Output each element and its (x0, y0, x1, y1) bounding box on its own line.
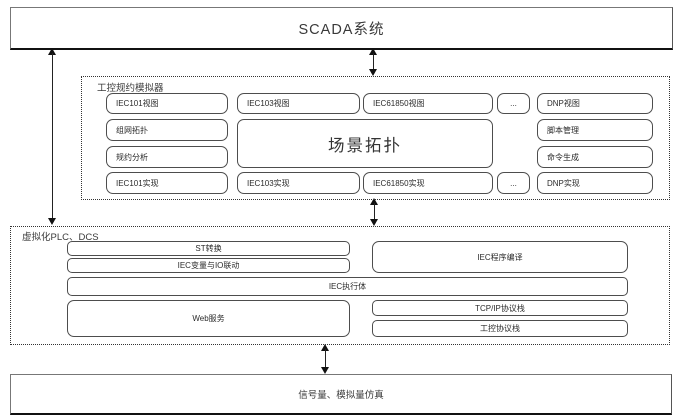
command-generation-label: 命令生成 (547, 152, 579, 162)
protocol-simulator-title: 工控规约模拟器 (95, 80, 166, 94)
st-convert-label: ST转换 (195, 244, 222, 253)
arrow-line (373, 203, 376, 221)
signal-simulation-box: 信号量、模拟量仿真 (10, 374, 672, 415)
network-topology-label: 组网拓扑 (116, 125, 148, 135)
double-arrow-simulator-to-plc (370, 198, 379, 226)
virtual-plc-section (10, 226, 670, 345)
iec103-impl-label: IEC103实现 (247, 178, 290, 188)
arrow-line (51, 53, 54, 220)
iec-variable-io-label: IEC变量与IO联动 (177, 261, 240, 270)
view-ellipsis-box: ... (497, 93, 530, 114)
dnp-impl-label: DNP实现 (547, 178, 580, 188)
iec61850-impl-label: IEC61850实现 (373, 178, 425, 188)
protocol-analysis-box: 规约分析 (106, 146, 228, 168)
dnp-view-label: DNP视图 (547, 99, 580, 108)
iec103-view-label: IEC103视图 (247, 99, 290, 108)
dnp-view-box: DNP视图 (537, 93, 653, 114)
iec101-view-label: IEC101视图 (116, 99, 159, 108)
iec-runtime-label: IEC执行体 (328, 282, 367, 291)
impl-ellipsis-label: ... (510, 178, 517, 188)
iec-variable-io-box: IEC变量与IO联动 (67, 258, 350, 273)
web-service-box: Web服务 (67, 300, 350, 337)
tcpip-stack-box: TCP/IP协议栈 (372, 300, 628, 316)
iec-runtime-box: IEC执行体 (67, 277, 628, 296)
view-ellipsis-label: ... (510, 99, 517, 108)
iec103-view-box: IEC103视图 (237, 93, 360, 114)
iec-program-compile-label: IEC程序编译 (477, 252, 523, 262)
arrow-line (324, 349, 327, 369)
arrow-line (372, 53, 375, 71)
iec61850-impl-box: IEC61850实现 (363, 172, 493, 194)
script-management-box: 脚本管理 (537, 119, 653, 141)
iec61850-view-box: IEC61850视图 (363, 93, 493, 114)
scada-system-label: SCADA系统 (298, 21, 385, 38)
double-arrow-scada-to-plc (48, 48, 57, 225)
iec103-impl-box: IEC103实现 (237, 172, 360, 194)
impl-ellipsis-box: ... (497, 172, 530, 194)
ics-protocol-stack-label: 工控协议栈 (480, 324, 520, 333)
signal-simulation-label: 信号量、模拟量仿真 (298, 390, 384, 401)
st-convert-box: ST转换 (67, 241, 350, 256)
double-arrow-plc-to-signal (321, 344, 330, 374)
ics-protocol-stack-box: 工控协议栈 (372, 320, 628, 337)
iec101-impl-label: IEC101实现 (116, 178, 159, 188)
script-management-label: 脚本管理 (547, 125, 579, 135)
iec61850-view-label: IEC61850视图 (373, 99, 425, 108)
web-service-label: Web服务 (192, 314, 225, 323)
tcpip-stack-label: TCP/IP协议栈 (475, 303, 525, 313)
iec-program-compile-box: IEC程序编译 (372, 241, 628, 273)
protocol-simulator-section (81, 76, 670, 200)
command-generation-box: 命令生成 (537, 146, 653, 168)
virtual-plc-title: 虚拟化PLC、DCS (20, 229, 101, 243)
protocol-analysis-label: 规约分析 (116, 152, 148, 162)
scada-system-box: SCADA系统 (10, 7, 673, 50)
iec101-impl-box: IEC101实现 (106, 172, 228, 194)
dnp-impl-box: DNP实现 (537, 172, 653, 194)
scene-topology-label: 场景拓扑 (328, 136, 402, 155)
iec101-view-box: IEC101视图 (106, 93, 228, 114)
scene-topology-box: 场景拓扑 (237, 119, 493, 168)
double-arrow-scada-to-simulator (369, 48, 378, 76)
network-topology-box: 组网拓扑 (106, 119, 228, 141)
